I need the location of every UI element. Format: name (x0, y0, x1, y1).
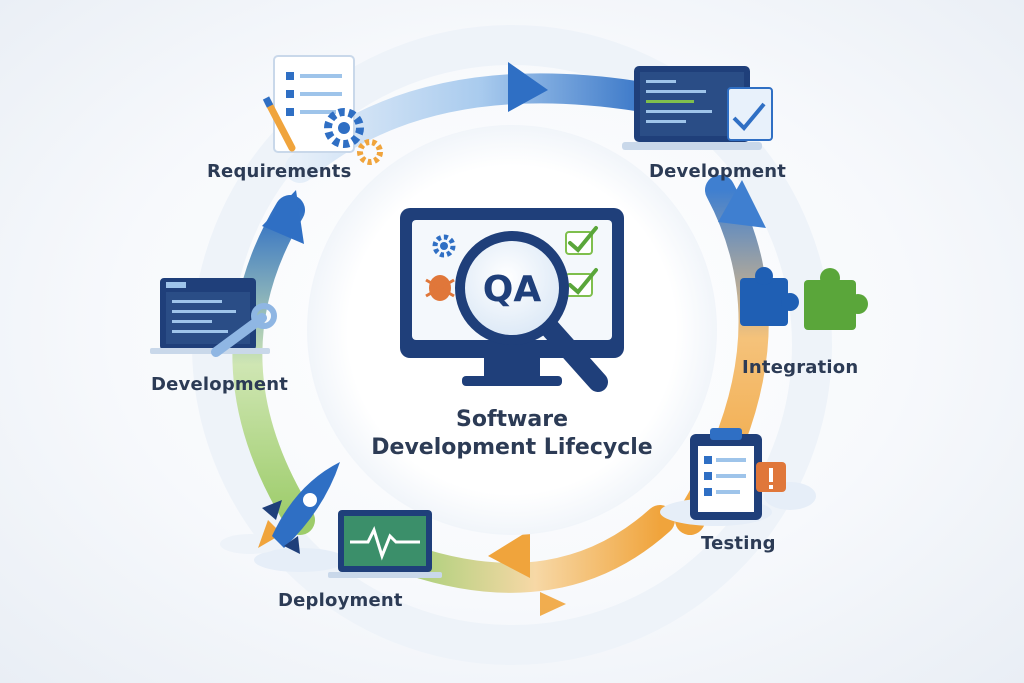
gear-icon (324, 108, 383, 165)
checkmark-icon (565, 268, 598, 297)
stage-label-integration: Integration (742, 357, 859, 378)
arc-bottom (395, 505, 675, 593)
arc-left (232, 195, 315, 535)
stage-label-testing: Testing (701, 533, 776, 554)
stage-label-development: Development (649, 161, 787, 182)
arrow-left (262, 190, 304, 244)
warning-icon (756, 462, 786, 492)
center-title-line1: Software (456, 407, 568, 432)
center-title-line2: Development Lifecycle (371, 435, 653, 460)
document-icon (273, 55, 355, 153)
puzzle-icon (740, 267, 868, 330)
monitor-heartbeat-icon (328, 510, 442, 578)
qa-badge: QA (483, 269, 542, 310)
arrow-top (508, 62, 548, 112)
arrow-bottom-small (540, 592, 566, 616)
magnifier-icon: QA (455, 231, 608, 392)
cloud-icon (220, 534, 346, 572)
arrow-right (718, 180, 766, 228)
pencil-icon (262, 96, 296, 152)
checkmark-icon (565, 226, 598, 255)
rocket-icon (258, 462, 340, 554)
laptop-code-icon (150, 278, 270, 354)
stage-label-deployment: Deployment (278, 590, 403, 611)
stage-label-development-left: Development (151, 374, 289, 395)
gear-icon (432, 234, 456, 258)
arrow-bottom (488, 530, 530, 578)
bug-icon (425, 275, 455, 301)
laptop-code-icon (622, 66, 773, 150)
clipboard-checklist-icon (690, 428, 762, 520)
wrench-icon (211, 303, 277, 357)
stage-label-requirements: Requirements (207, 161, 352, 182)
